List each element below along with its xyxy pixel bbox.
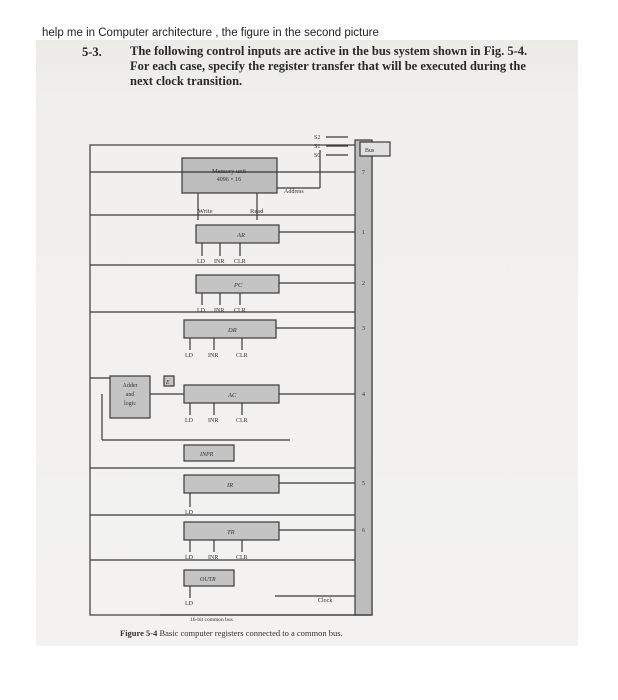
adder-line-1: Adder bbox=[123, 383, 138, 389]
dr-clr: CLR bbox=[236, 353, 248, 359]
bus-num-3: 3 bbox=[362, 326, 365, 332]
register-outr-box bbox=[183, 569, 235, 587]
ar-inr: INR bbox=[214, 259, 224, 265]
tr-ld: LD bbox=[185, 555, 194, 561]
memory-unit-box bbox=[181, 157, 278, 194]
bus-num-1: 1 bbox=[362, 230, 365, 236]
ac-inr: INR bbox=[208, 418, 218, 424]
tr-clr: CLR bbox=[236, 555, 248, 561]
address-label: Address bbox=[284, 189, 304, 195]
register-outr: OUTR bbox=[200, 577, 216, 583]
caption-text: Basic computer registers connected to a … bbox=[159, 628, 343, 638]
e-flag-label: E bbox=[165, 380, 170, 386]
write-label: Write bbox=[198, 208, 213, 215]
register-ar-box bbox=[195, 224, 280, 244]
problem-line-3: next clock transition. bbox=[130, 74, 243, 88]
register-dr: DR bbox=[227, 327, 237, 334]
problem-line-1: The following control inputs are active … bbox=[130, 44, 528, 58]
register-tr-box bbox=[183, 521, 280, 541]
bus-num-2: 2 bbox=[362, 281, 365, 287]
register-dr-box bbox=[183, 319, 277, 339]
register-inpr-box bbox=[183, 444, 235, 462]
register-tr: TR bbox=[227, 529, 235, 536]
problem-line-2: For each case, specify the register tran… bbox=[130, 59, 526, 73]
common-bus-label: 16-bit common bus bbox=[190, 617, 233, 623]
select-s2: S2 bbox=[314, 135, 320, 141]
register-pc-box bbox=[195, 274, 280, 294]
caption-label: Figure 5-4 bbox=[120, 628, 158, 638]
pc-ld: LD bbox=[197, 308, 206, 314]
question-text: help me in Computer architecture , the f… bbox=[42, 27, 379, 39]
select-s1: S1 bbox=[314, 144, 320, 150]
bus-num-6: 6 bbox=[362, 528, 365, 534]
memory-title: Memory unit bbox=[212, 168, 246, 175]
register-ir: IR bbox=[226, 482, 233, 489]
register-ar: AR bbox=[236, 232, 245, 239]
problem-number: 5-3. bbox=[82, 45, 102, 59]
problem-statement: The following control inputs are active … bbox=[130, 44, 560, 89]
bus-num-4: 4 bbox=[362, 392, 365, 398]
ar-clr: CLR bbox=[234, 259, 246, 265]
adder-logic-box bbox=[109, 375, 151, 419]
bus-bar bbox=[354, 139, 373, 616]
pc-clr: CLR bbox=[234, 308, 246, 314]
read-label: Read bbox=[250, 208, 264, 215]
dr-inr: INR bbox=[208, 353, 218, 359]
register-inpr: INPR bbox=[199, 452, 214, 458]
textbook-photo bbox=[36, 40, 578, 646]
adder-line-3: logic bbox=[124, 401, 136, 407]
register-ir-box bbox=[183, 474, 280, 494]
bus-label-box bbox=[359, 141, 391, 157]
e-flag-box bbox=[163, 375, 175, 387]
register-pc: PC bbox=[233, 282, 243, 289]
tr-inr: INR bbox=[208, 555, 218, 561]
select-s0: S0 bbox=[314, 153, 320, 159]
ir-ld: LD bbox=[185, 510, 194, 516]
bus-num-7: 7 bbox=[362, 170, 365, 176]
clock-label: Clock bbox=[318, 598, 332, 604]
ac-clr: CLR bbox=[236, 418, 248, 424]
register-ac: AC bbox=[227, 392, 237, 399]
pc-inr: INR bbox=[214, 308, 224, 314]
figure-caption: Figure 5-4 Basic computer registers conn… bbox=[120, 628, 343, 638]
adder-line-2: and bbox=[126, 392, 135, 398]
bus-num-5: 5 bbox=[362, 481, 365, 487]
memory-size: 4096 × 16 bbox=[217, 177, 241, 183]
outr-ld: LD bbox=[185, 601, 194, 607]
ar-ld: LD bbox=[197, 259, 206, 265]
dr-ld: LD bbox=[185, 353, 194, 359]
bus-label: Bus bbox=[365, 148, 375, 154]
ac-ld: LD bbox=[185, 418, 194, 424]
